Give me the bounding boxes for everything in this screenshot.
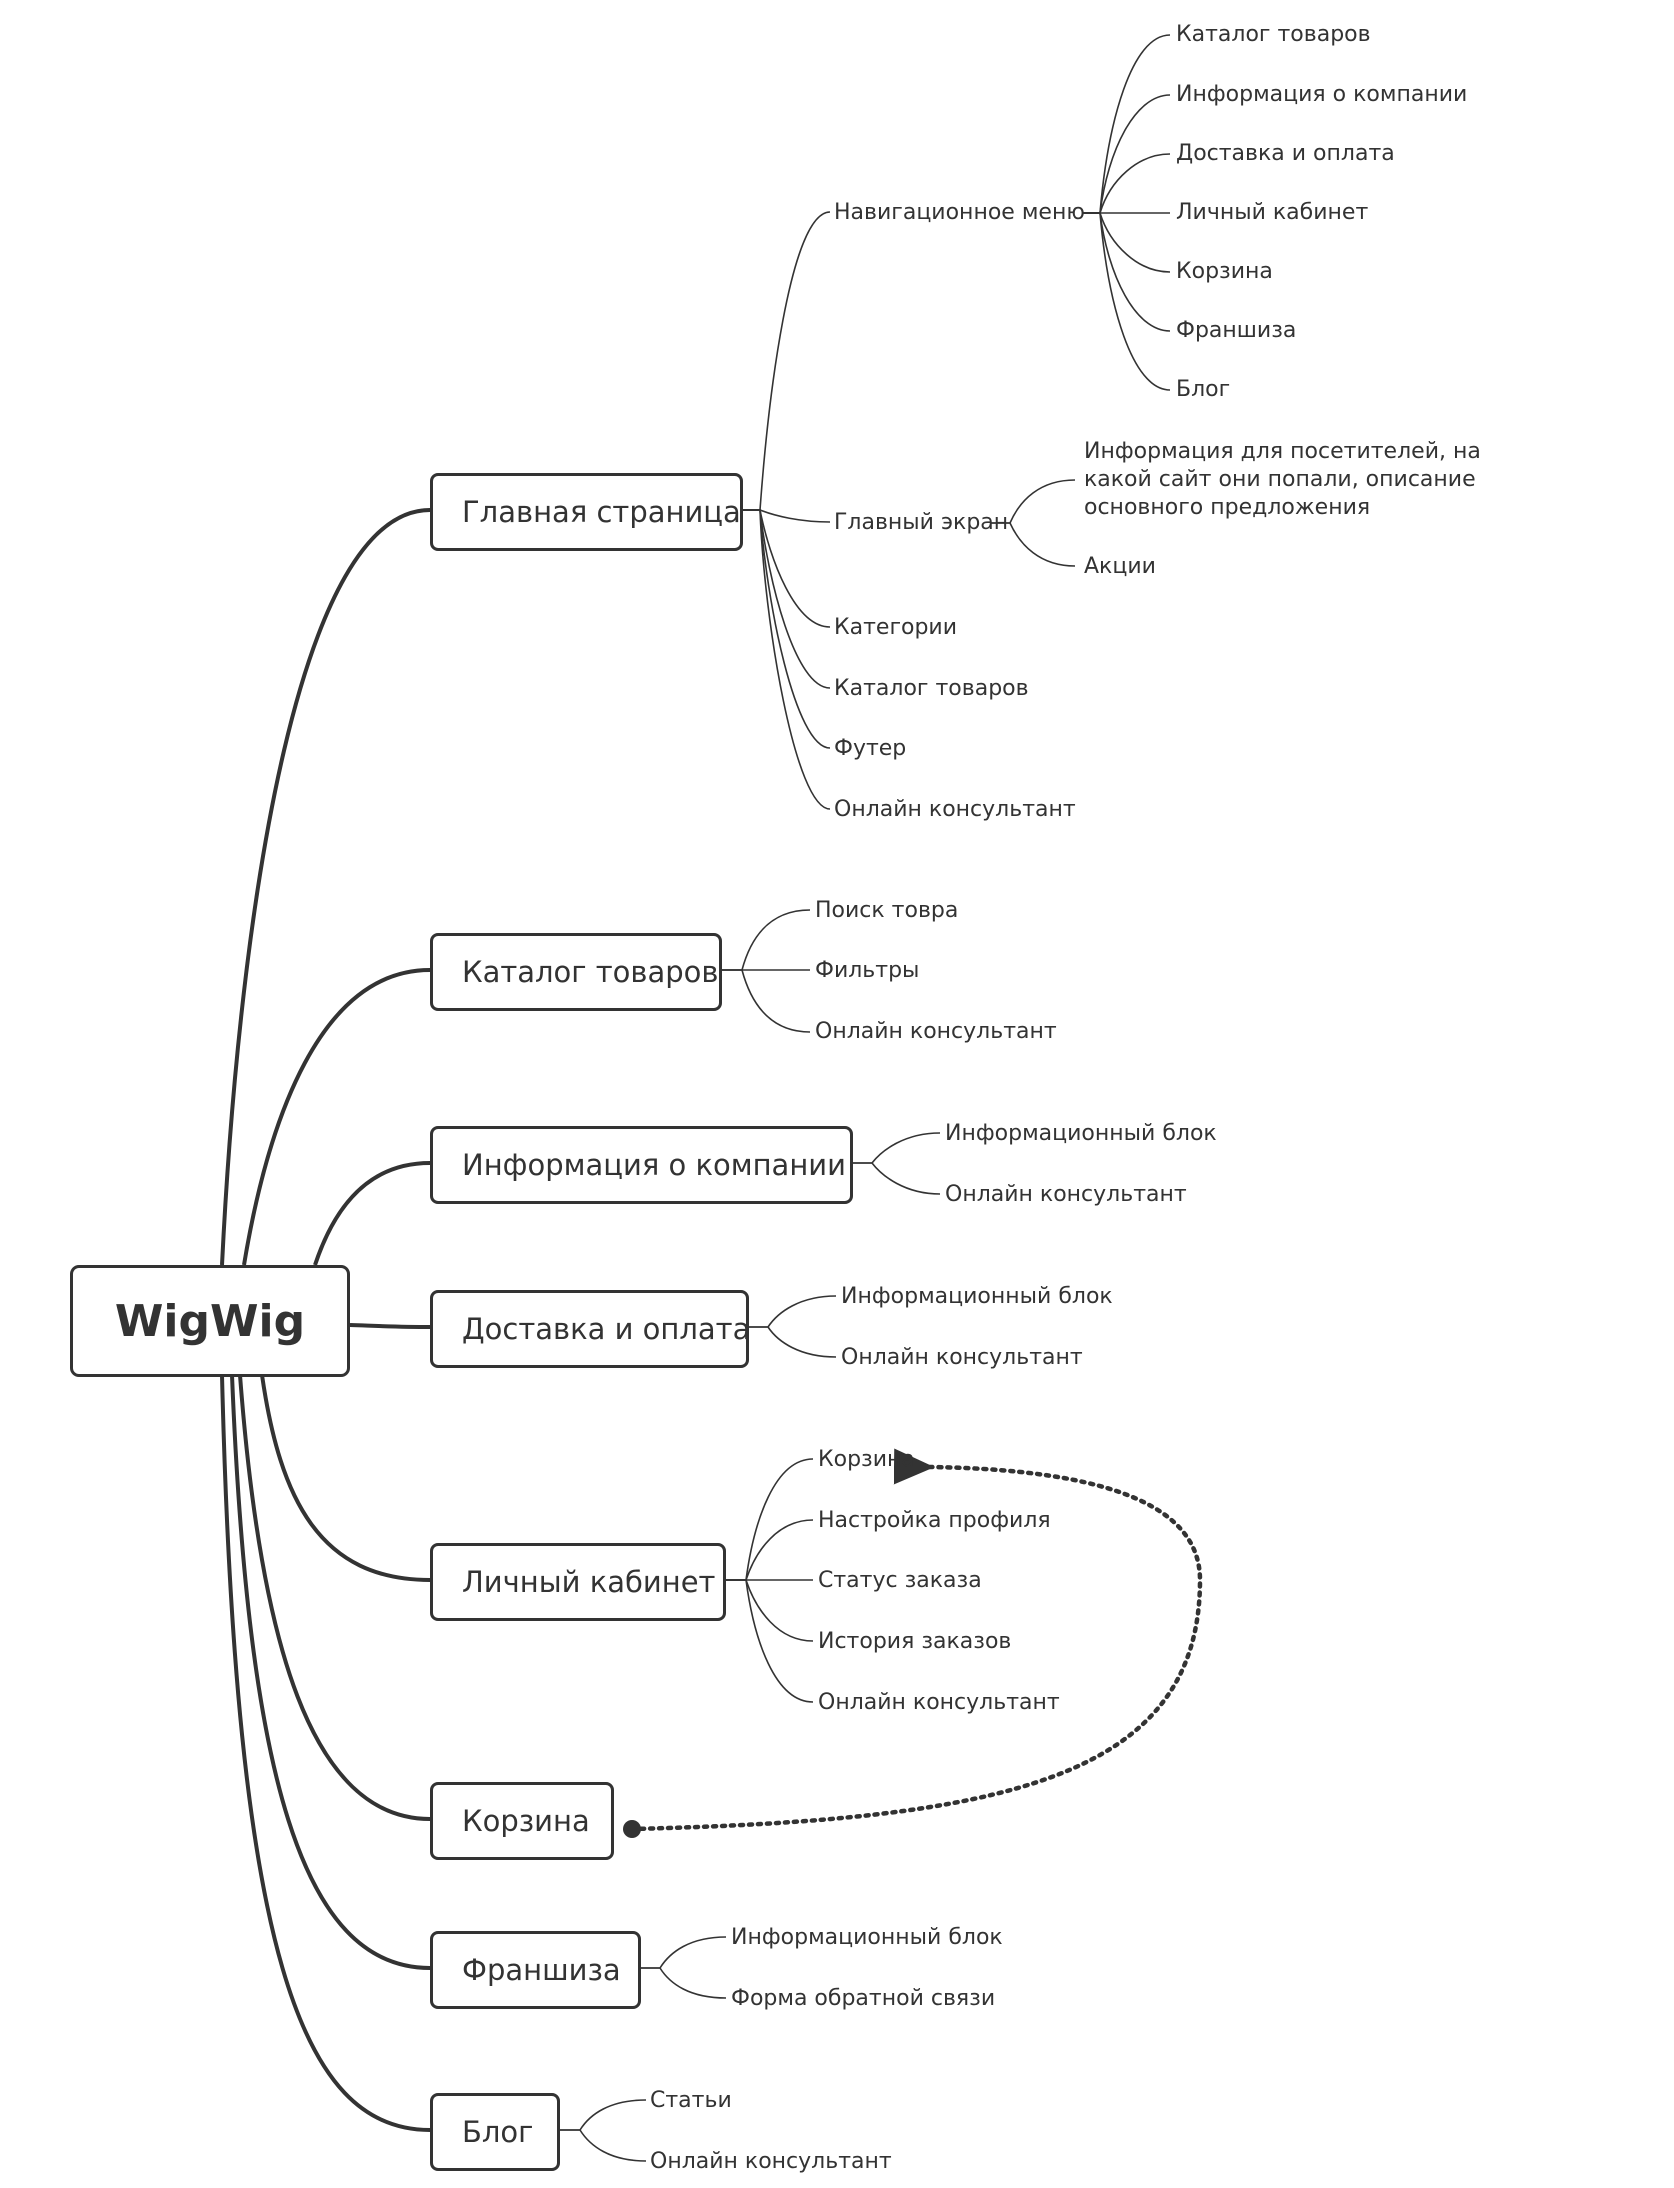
link-nav-leaf-2 <box>1082 94 1171 214</box>
nav-item-cart[interactable]: Корзина <box>1176 259 1273 284</box>
link-root-home <box>220 508 431 1266</box>
catalog-consultant[interactable]: Онлайн консультант <box>815 1019 1057 1044</box>
main-screen-info[interactable]: Информация для посетителей, на какой сай… <box>1084 439 1481 520</box>
link-root-delivery <box>349 1323 431 1329</box>
link-home-catalog <box>743 509 831 689</box>
link-home-mainscreen <box>743 509 831 523</box>
link-catalog-leaf-1 <box>722 909 811 971</box>
link-home-nav <box>743 211 831 511</box>
blog-articles[interactable]: Статьи <box>650 2088 732 2113</box>
link-root-cart <box>238 1374 431 1821</box>
subtopic-catalog[interactable]: Каталог товаров <box>834 676 1029 701</box>
delivery-consultant[interactable]: Онлайн консультант <box>841 1345 1083 1370</box>
link-nav-leaf-5 <box>1082 212 1171 273</box>
link-mainscreen-leaf-2 <box>990 522 1076 567</box>
link-franchise-leaf-1 <box>641 1936 727 1969</box>
nav-item-cabinet[interactable]: Личный кабинет <box>1176 200 1369 225</box>
link-root-franchise <box>230 1374 431 1970</box>
company-consultant[interactable]: Онлайн консультант <box>945 1182 1187 1207</box>
cabinet-order-status[interactable]: Статус заказа <box>818 1568 982 1593</box>
franchise-feedback-form[interactable]: Форма обратной связи <box>731 1986 996 2011</box>
link-company-leaf-2 <box>853 1162 941 1195</box>
subtopic-consultant[interactable]: Онлайн консультант <box>834 797 1076 822</box>
link-cabinet-leaf-2 <box>726 1519 814 1581</box>
link-nav-leaf-6 <box>1082 212 1171 332</box>
link-franchise-leaf-2 <box>641 1967 727 1999</box>
company-info-block[interactable]: Информационный блок <box>945 1121 1217 1146</box>
branch-blog[interactable]: Блог <box>430 2093 560 2171</box>
subtopic-footer[interactable]: Футер <box>834 736 907 761</box>
link-root-catalog <box>242 968 431 1266</box>
link-home-consultant <box>743 509 831 810</box>
link-blog-leaf-2 <box>560 2129 647 2162</box>
cabinet-cart[interactable]: Корзина <box>818 1447 915 1472</box>
branch-catalog[interactable]: Каталог товаров <box>430 933 722 1011</box>
link-root-blog <box>220 1374 431 2132</box>
link-delivery-leaf-2 <box>749 1326 837 1358</box>
relationship-start-dot <box>623 1820 641 1838</box>
relationship-arrow <box>629 1448 1203 1832</box>
link-company-leaf-1 <box>853 1132 941 1164</box>
branch-company[interactable]: Информация о компании <box>430 1126 853 1204</box>
root-node-wigwig[interactable]: WigWig <box>70 1265 350 1377</box>
branch-delivery[interactable]: Доставка и оплата <box>430 1290 750 1368</box>
branch-cabinet[interactable]: Личный кабинет <box>430 1543 726 1621</box>
link-cabinet-leaf-1 <box>726 1458 814 1581</box>
link-delivery-leaf-1 <box>749 1295 837 1328</box>
branch-home[interactable]: Главная страница <box>430 473 743 551</box>
catalog-filters[interactable]: Фильтры <box>815 958 920 983</box>
link-nav-leaf-7 <box>1082 212 1171 391</box>
cabinet-order-history[interactable]: История заказов <box>818 1629 1012 1654</box>
nav-item-company[interactable]: Информация о компании <box>1176 82 1468 107</box>
nav-item-blog[interactable]: Блог <box>1176 377 1231 402</box>
franchise-info-block[interactable]: Информационный блок <box>731 1925 1003 1950</box>
cabinet-consultant[interactable]: Онлайн консультант <box>818 1690 1060 1715</box>
nav-item-franchise[interactable]: Франшиза <box>1176 318 1297 343</box>
nav-item-catalog[interactable]: Каталог товаров <box>1176 22 1371 47</box>
link-root-company <box>313 1161 431 1266</box>
link-blog-leaf-1 <box>560 2099 647 2131</box>
link-mainscreen-leaf-1 <box>990 479 1076 524</box>
catalog-search[interactable]: Поиск товра <box>815 898 959 923</box>
subtopic-nav-menu[interactable]: Навигационное меню <box>834 200 1085 225</box>
link-root-cabinet <box>260 1374 431 1582</box>
link-catalog-leaf-3 <box>722 969 811 1033</box>
branch-franchise[interactable]: Франшиза <box>430 1931 641 2009</box>
link-cabinet-leaf-5 <box>726 1579 814 1703</box>
nav-item-delivery[interactable]: Доставка и оплата <box>1176 141 1395 166</box>
link-cabinet-leaf-4 <box>726 1579 814 1642</box>
link-nav-leaf-1 <box>1082 34 1171 214</box>
link-home-categories <box>743 509 831 628</box>
link-nav-leaf-3 <box>1082 153 1171 214</box>
subtopic-main-screen[interactable]: Главный экран <box>834 510 1009 535</box>
branch-cart[interactable]: Корзина <box>430 1782 614 1860</box>
subtopic-categories[interactable]: Категории <box>834 615 958 640</box>
cabinet-profile-settings[interactable]: Настройка профиля <box>818 1508 1051 1533</box>
blog-consultant[interactable]: Онлайн консультант <box>650 2149 892 2174</box>
main-screen-promos[interactable]: Акции <box>1084 554 1156 579</box>
delivery-info-block[interactable]: Информационный блок <box>841 1284 1113 1309</box>
